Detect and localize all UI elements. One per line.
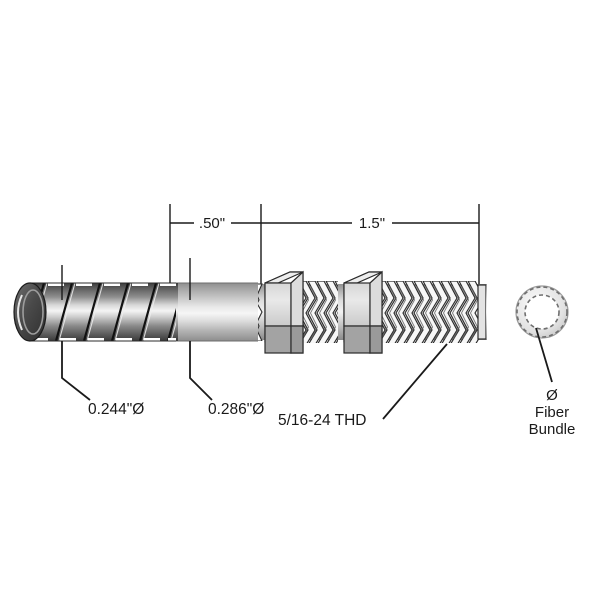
- fiber-bundle-label-line1: Ø: [546, 387, 558, 404]
- tube-end-face: [13, 282, 47, 342]
- coil-helix-lines: [30, 283, 176, 341]
- coiled-spiral-jacket: [30, 282, 178, 342]
- dimension-group: .50" 1.5": [169, 204, 480, 330]
- fiber-bundle-leader: [535, 327, 553, 383]
- callout-thread-spec-label: 5/16-24 THD: [278, 412, 366, 429]
- callout-group: 0.244"Ø 0.286"Ø 5/16-24 THD: [61, 258, 448, 429]
- fiber-bundle-label-line2: Fiber: [535, 404, 569, 421]
- callout-shank-dia-label: 0.286"Ø: [208, 401, 264, 418]
- coil-notches: [32, 283, 176, 341]
- callout-coil-dia: 0.244"Ø: [61, 341, 144, 418]
- dimension-15: 1.5": [261, 215, 479, 232]
- hex-jam-nut-2: [343, 270, 383, 354]
- dimension-050-label: .50": [199, 215, 225, 232]
- smooth-shank: [176, 282, 258, 342]
- callout-shank-dia: 0.286"Ø: [189, 341, 264, 418]
- dimension-15-label: 1.5": [359, 215, 385, 232]
- fiber-bundle-detail: Ø Fiber Bundle: [515, 285, 576, 438]
- part-assembly: [13, 270, 487, 354]
- callout-thread-spec: 5/16-24 THD: [278, 343, 448, 429]
- callout-coil-dia-label: 0.244"Ø: [88, 401, 144, 418]
- dimension-050: .50": [170, 215, 261, 232]
- fiber-bundle-label-line3: Bundle: [529, 421, 576, 438]
- hex-jam-nut-1: [264, 270, 304, 354]
